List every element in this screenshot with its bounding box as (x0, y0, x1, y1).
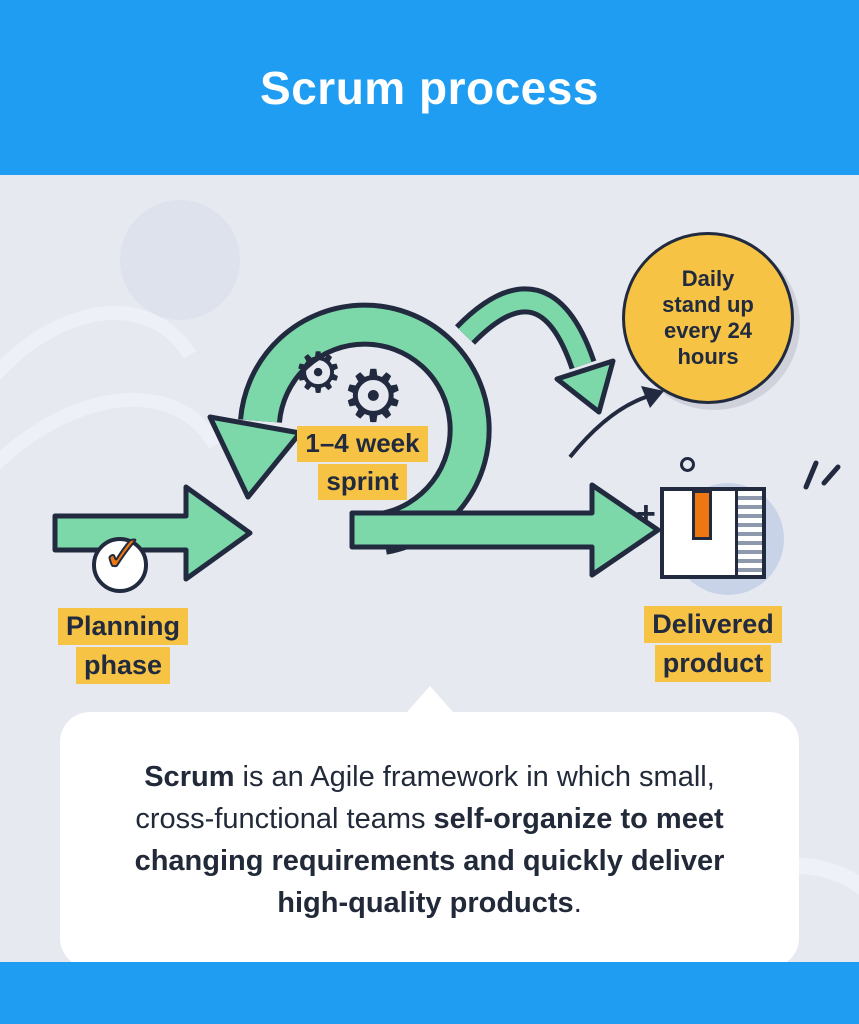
package-icon: + (630, 457, 841, 595)
standup-line: stand up (662, 292, 754, 318)
sprint-label-line: sprint (318, 463, 407, 500)
pointer-arrowhead (641, 386, 664, 408)
standup-line: hours (677, 343, 739, 369)
sprint-label-line: 1–4 week (297, 426, 428, 462)
scrum-diagram: Daily stand up every 24 hours ⚙ ⚙ 1–4 we… (0, 175, 859, 712)
planning-label-line: Planning (58, 608, 188, 646)
description-run: . (573, 887, 582, 920)
decorative-swirl (0, 305, 196, 381)
standup-line: Daily (681, 266, 735, 292)
delivered-label-line: Delivered (644, 606, 782, 644)
description-run: is an Agile framework in which small, cr… (135, 761, 715, 836)
daily-standup-badge: Daily stand up every 24 hours (622, 232, 794, 404)
description-text: Scrum is an Agile framework in which sma… (122, 756, 737, 924)
gear-icon-large: ⚙ (341, 357, 406, 437)
pointer-arrow (568, 395, 647, 459)
description-run: self-organize to meet changing requireme… (134, 803, 725, 920)
decorative-circle (120, 200, 240, 320)
footer-band (0, 962, 859, 1024)
check-icon: ✓ (92, 525, 148, 593)
arrows-canvas (0, 200, 664, 582)
header-band: Scrum process (0, 0, 859, 175)
sprint-label: 1–4 week sprint (280, 425, 445, 501)
decorative-swirl (0, 392, 222, 470)
planning-arrow (52, 484, 253, 582)
sprint-loop-arrowhead (207, 414, 303, 500)
gear-icon-small: ⚙ (293, 341, 344, 404)
standup-curved-arrow (458, 291, 592, 368)
delivered-label: Delivered product (628, 605, 798, 683)
package-box (660, 487, 766, 579)
delivered-label-line: product (654, 645, 772, 683)
package-hatch (735, 491, 762, 575)
card-notch (400, 686, 460, 720)
planning-label-line: phase (75, 647, 171, 685)
knob-icon (680, 457, 695, 472)
planning-label: Planning phase (48, 607, 198, 685)
spark-icon (803, 460, 841, 490)
page-title: Scrum process (260, 61, 599, 114)
package-stripe (692, 490, 712, 540)
sprint-loop-arrow (243, 307, 487, 550)
plus-icon: + (636, 495, 656, 533)
checkmark: ✓ (101, 525, 145, 583)
delivery-arrow (349, 482, 661, 578)
description-run: Scrum (144, 761, 235, 793)
standup-curved-arrowhead (554, 358, 616, 415)
standup-line: every 24 (663, 318, 753, 343)
description-card: Scrum is an Agile framework in which sma… (60, 686, 799, 969)
